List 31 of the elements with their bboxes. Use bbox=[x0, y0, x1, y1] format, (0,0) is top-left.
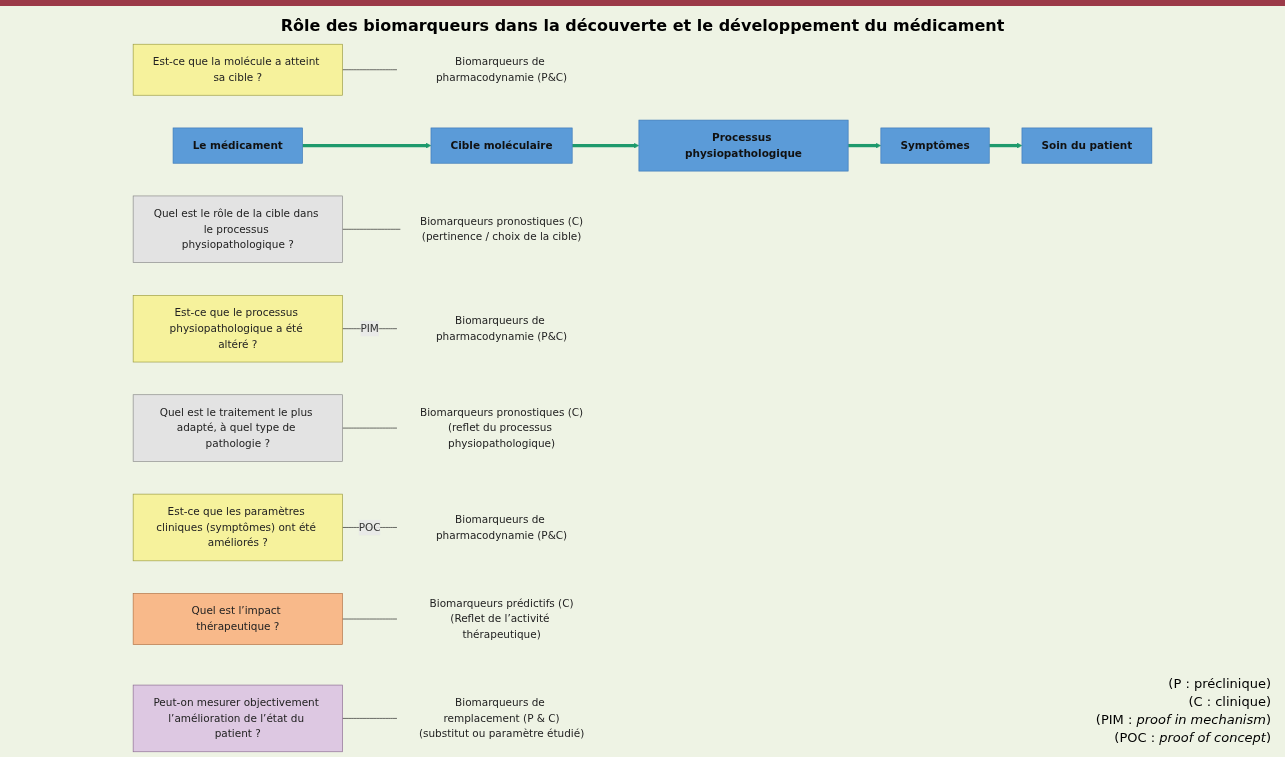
node-box: Symptômes bbox=[880, 127, 990, 164]
node-box: Est-ce que le processus physiopathologique a été altéré ? bbox=[132, 295, 343, 363]
diagram-title: Rôle des biomarqueurs dans la découverte et le développement du médicament bbox=[279, 16, 1006, 35]
node-box: Peut-on mesurer objectivement l’amélioration de l’état du patient ? bbox=[132, 684, 343, 753]
footnote: (POC : proof of concept) bbox=[1113, 729, 1271, 747]
edge-label: PIM bbox=[360, 322, 379, 335]
connector bbox=[342, 718, 398, 719]
node-text: Biomarqueurs de pharmacodynamie (P&C) bbox=[435, 513, 568, 542]
node-box: Soin du patient bbox=[1021, 127, 1153, 164]
arrow bbox=[848, 142, 882, 149]
node-text: Biomarqueurs de pharmacodynamie (P&C) bbox=[435, 55, 568, 84]
node-text: Biomarqueurs de remplacement (P & C) (substitut ou paramètre étudié) bbox=[418, 696, 585, 740]
footnote: (C : clinique) bbox=[1187, 693, 1271, 711]
footnote: (PIM : proof in mechanism) bbox=[1095, 711, 1271, 729]
edge-label: POC bbox=[358, 520, 381, 534]
footnote: (P : préclinique) bbox=[1167, 675, 1271, 693]
node-box: Processus physiopathologique bbox=[638, 119, 849, 172]
node-box: Le médicament bbox=[172, 127, 303, 164]
arrow bbox=[572, 142, 640, 149]
node-text: Biomarqueurs de pharmacodynamie (P&C) bbox=[435, 314, 568, 343]
node-box: Quel est le traitement le plus adapté, à quel type de pathologie ? bbox=[132, 394, 343, 462]
node-text: Biomarqueurs pronostiques (C) (pertinence / choix de la cible) bbox=[419, 214, 584, 244]
node-box: Quel est le rôle de la cible dans le processus physiopathologique ? bbox=[132, 195, 343, 263]
node-box: Est-ce que la molécule a atteint sa cible ? bbox=[132, 43, 343, 96]
node-box: Cible moléculaire bbox=[430, 127, 573, 164]
node-box: Est-ce que les paramètres cliniques (symptômes) ont été améliorés ? bbox=[132, 493, 343, 562]
node-text: Biomarqueurs prédictifs (C) (Reflet de l’activité thérapeutique) bbox=[429, 596, 574, 641]
arrow bbox=[989, 142, 1023, 149]
arrow bbox=[302, 142, 432, 149]
node-text: Biomarqueurs pronostiques (C) (reflet du processus physiopathologique) bbox=[419, 405, 584, 450]
node-box: Quel est l’impact thérapeutique ? bbox=[132, 593, 343, 645]
